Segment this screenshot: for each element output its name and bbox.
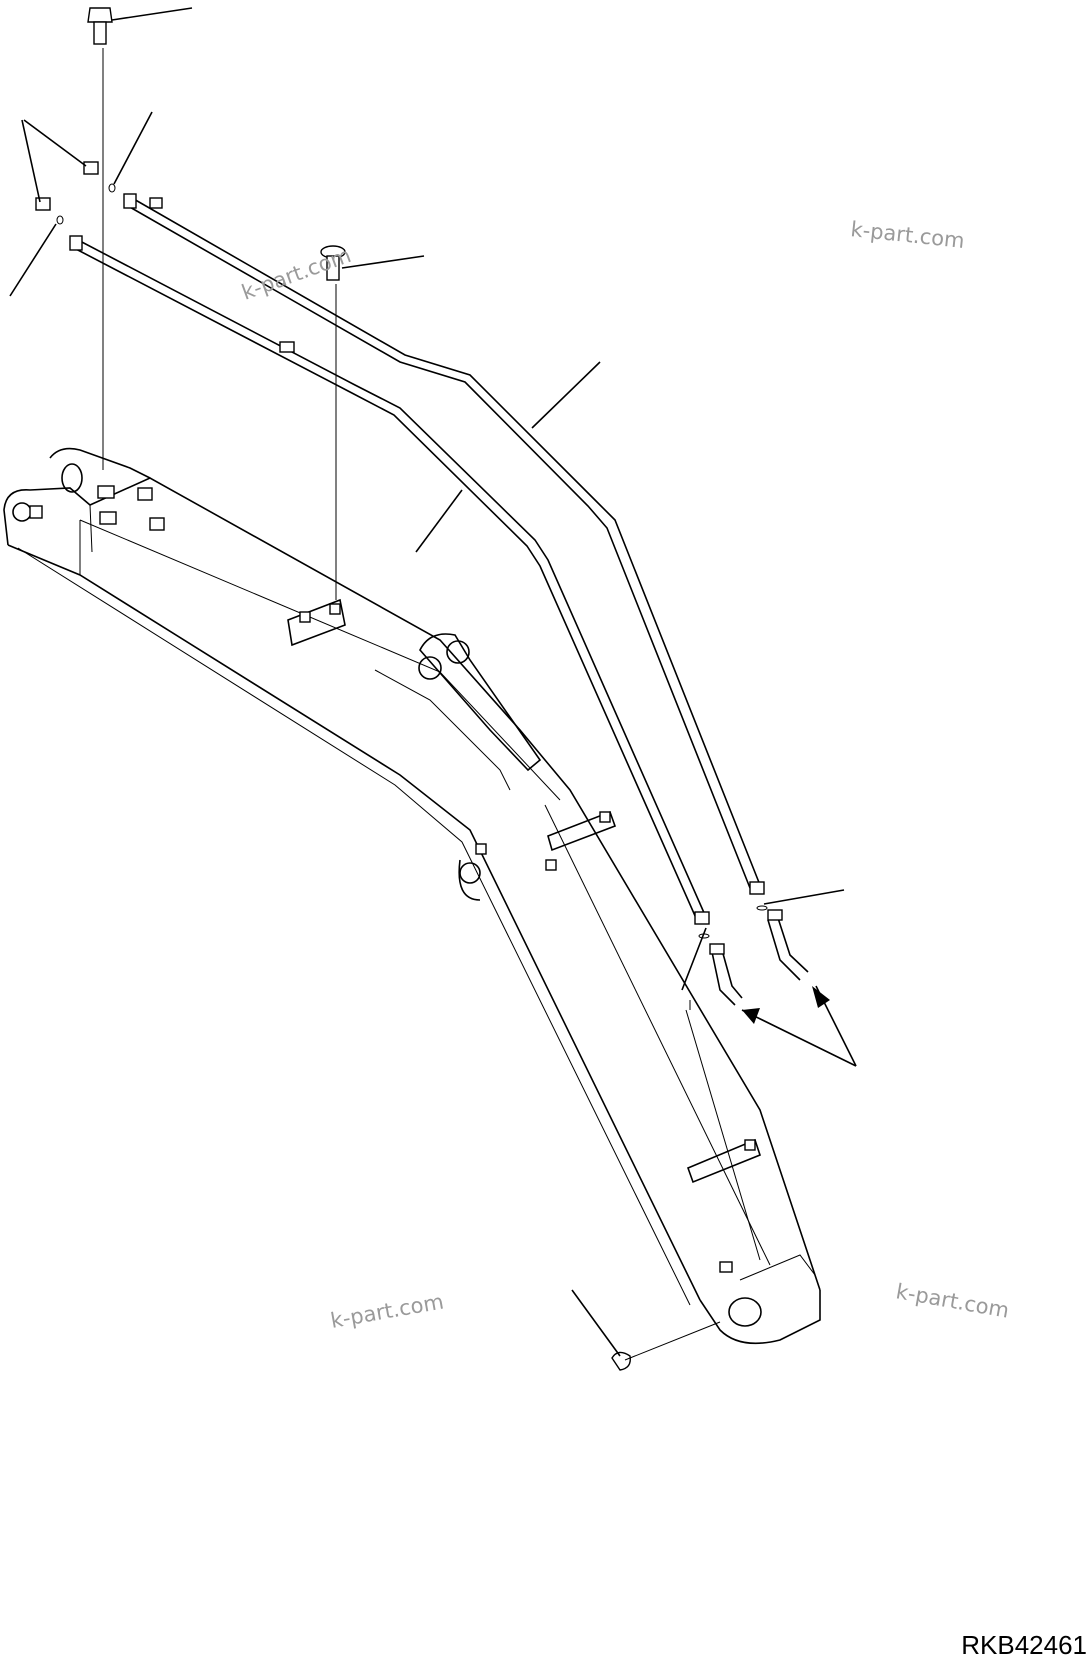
watermark-1: k-part.com — [849, 217, 965, 253]
loose-parts — [35, 7, 809, 1371]
boom-structure — [3, 447, 821, 1345]
leader-lines — [9, 7, 857, 1357]
watermark-4: k-part.com — [894, 1279, 1011, 1322]
hydraulic-pipes — [69, 193, 765, 925]
watermark-3: k-part.com — [329, 1289, 446, 1332]
drawing-code: RKB42461 — [961, 1630, 1087, 1660]
